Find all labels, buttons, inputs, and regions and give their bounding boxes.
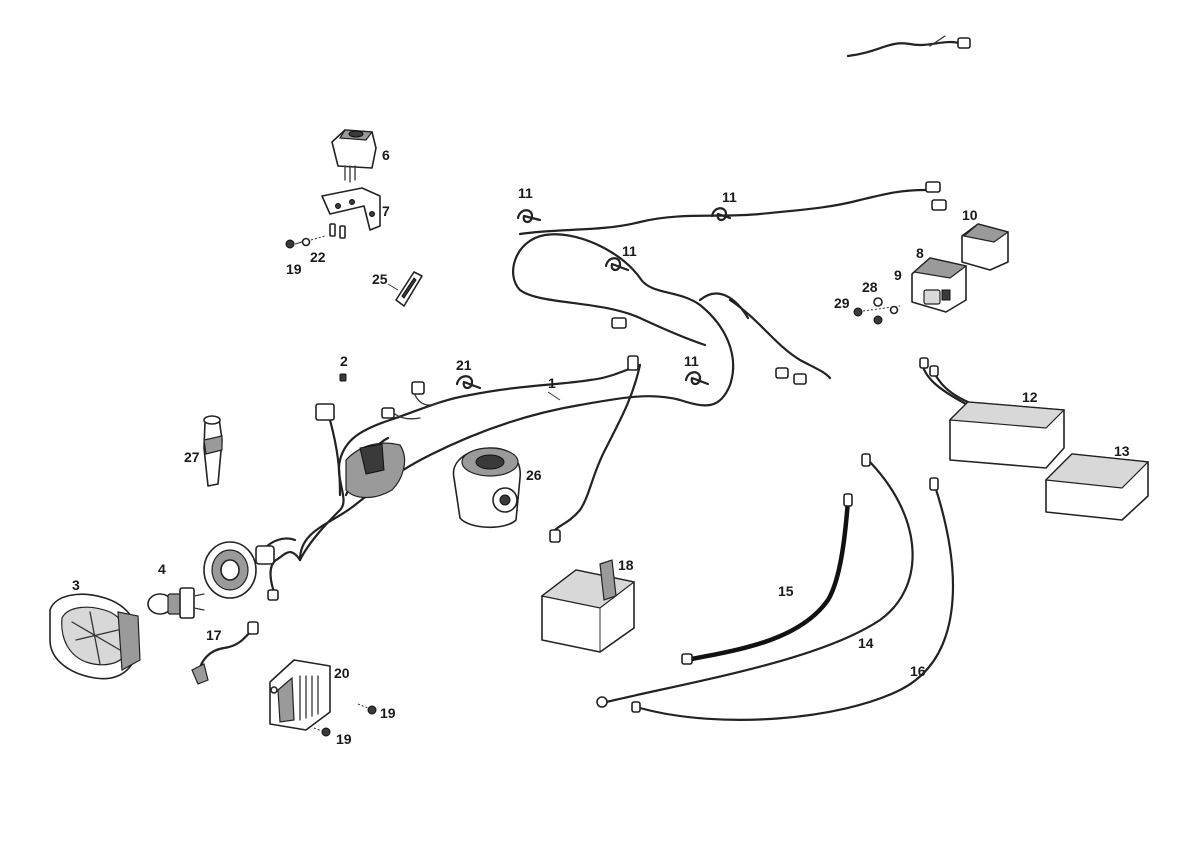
part-4-bulb [147,587,205,619]
part-21-clip [455,375,482,390]
part-27-plug-cap [203,415,223,487]
callout-13: 13 [1114,443,1130,459]
part-17-sensor [191,621,259,685]
part-7-bracket [321,187,381,239]
parts-28-29-fasteners [853,297,901,325]
top-small-wire [846,35,971,58]
callout-16: 16 [910,663,926,679]
callout-8: 8 [916,245,924,261]
headlight-socket-ring [203,541,257,599]
part-10-relay-cover [961,223,1010,271]
part-25-fuse [387,271,423,307]
callout-29: 29 [834,295,850,311]
screws-19-22-top [285,235,326,249]
callout-3: 3 [72,577,80,593]
screws-19-bottom [313,703,377,737]
callout-21: 21 [456,357,472,373]
callout-19-c: 19 [336,731,352,747]
part-8-starter-relay [911,257,968,313]
part-15-battery-cable [681,493,853,665]
part-16-cable [631,477,955,721]
callout-11-a: 11 [518,185,533,201]
part-3-headlight [49,593,141,680]
part-2-clip [339,373,347,382]
callout-11-d: 11 [684,353,699,369]
part-20-regulator [269,659,331,731]
part-14-cable [596,453,914,708]
callout-9: 9 [894,267,902,283]
part-11-clips [516,207,732,386]
callout-19-a: 19 [286,261,302,277]
callout-2: 2 [340,353,348,369]
callout-11-c: 11 [622,243,637,259]
callout-10: 10 [962,207,978,223]
leader-1 [547,391,561,401]
callout-20: 20 [334,665,350,681]
callout-28: 28 [862,279,878,295]
callout-14: 14 [858,635,874,651]
part-18-battery [540,559,636,653]
part-1-main-harness [255,181,947,601]
callout-27: 27 [184,449,200,465]
callout-6: 6 [382,147,390,163]
callout-4: 4 [158,561,166,577]
part-26-horn [452,447,521,529]
callout-22: 22 [310,249,326,265]
callout-12: 12 [1022,389,1038,405]
callout-19-b: 19 [380,705,396,721]
callout-11-b: 11 [722,189,737,205]
part-6-relay [331,129,377,183]
callout-7: 7 [382,203,390,219]
callout-26: 26 [526,467,542,483]
part-12-cdi-unit [919,357,1066,469]
callout-15: 15 [778,583,794,599]
callout-18: 18 [618,557,634,573]
callout-17: 17 [206,627,222,643]
part-13-module [1044,453,1150,521]
callout-1: 1 [548,375,556,391]
callout-25: 25 [372,271,388,287]
